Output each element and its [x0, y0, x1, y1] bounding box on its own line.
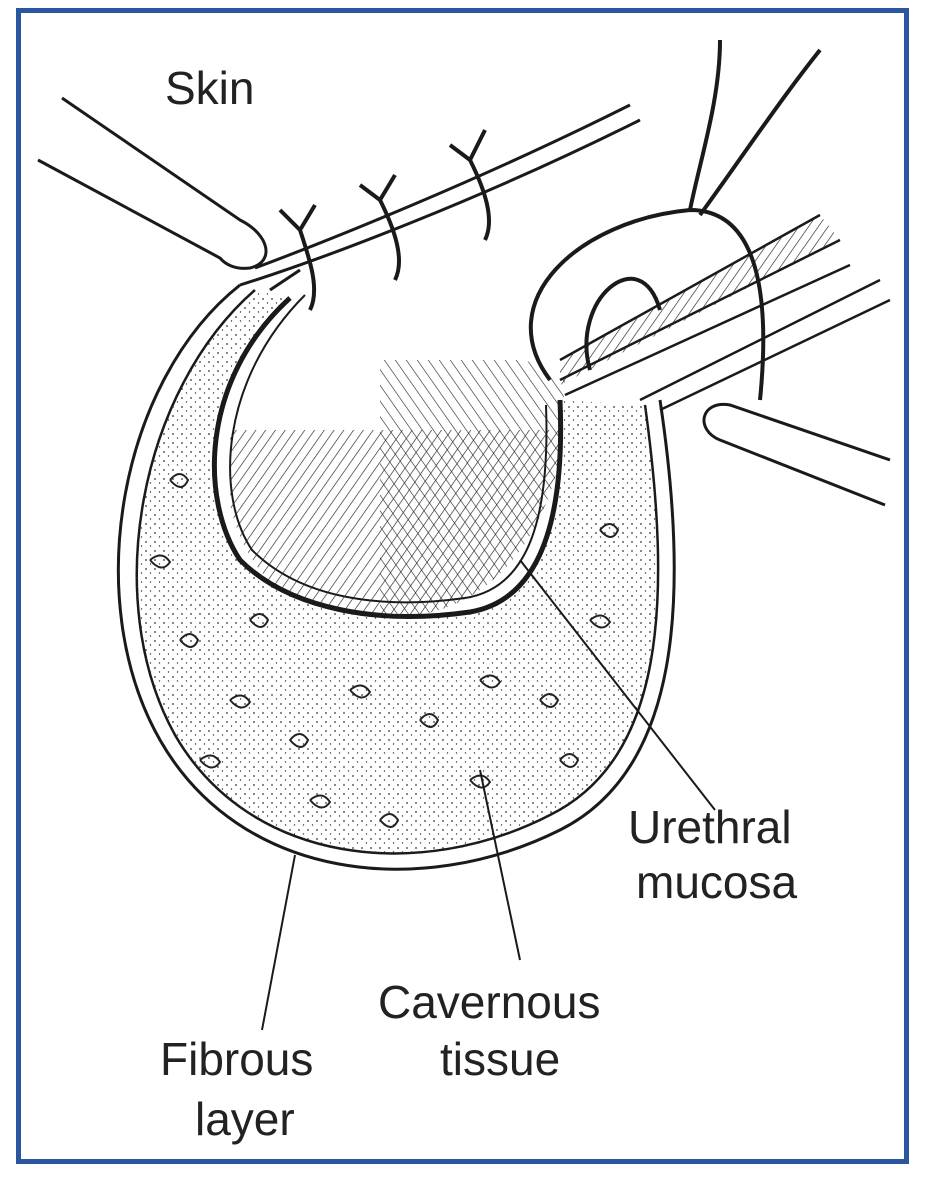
leader-lines	[261, 559, 716, 1031]
label-skin: Skin	[165, 62, 254, 114]
cavernous-swirls	[149, 473, 620, 828]
right-forceps	[702, 402, 891, 507]
label-cavernous-line2: tissue	[440, 1033, 560, 1085]
label-fibrous-line2: layer	[195, 1093, 295, 1145]
label-urethral-line2: mucosa	[636, 856, 797, 908]
right-tissue-layers	[559, 213, 891, 412]
suture-loops	[528, 39, 822, 401]
skin-flap	[239, 103, 641, 292]
cavernous-tissue	[136, 290, 659, 854]
right-hatched-strip	[560, 215, 840, 385]
label-cavernous-line1: Cavernous	[378, 976, 600, 1028]
skin-sutures	[278, 129, 492, 311]
left-forceps	[37, 96, 268, 270]
label-urethral-line1: Urethral	[628, 801, 792, 853]
label-fibrous-line1: Fibrous	[160, 1033, 313, 1085]
